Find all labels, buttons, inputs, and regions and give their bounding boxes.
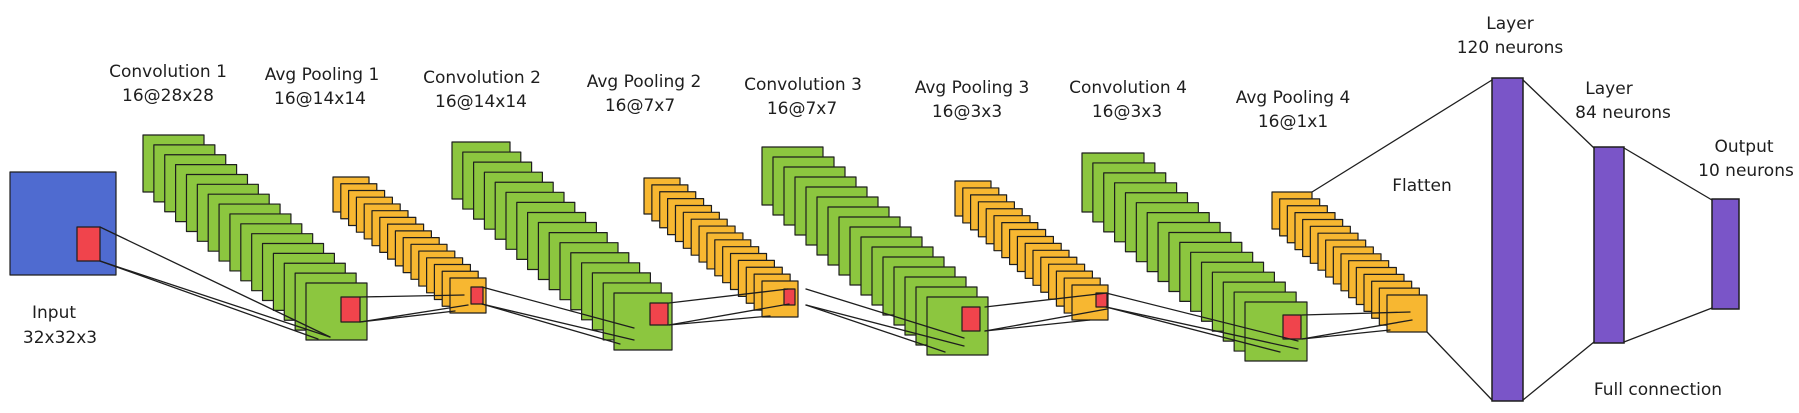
conv1-title: Convolution 1	[109, 62, 227, 82]
pool3-title: Avg Pooling 3	[915, 78, 1030, 98]
connection-line	[1301, 329, 1391, 340]
conv3-title: Convolution 3	[744, 75, 862, 95]
connection-line	[1311, 79, 1493, 193]
kernel-window	[470, 286, 484, 305]
connection-lines	[99, 79, 1713, 401]
dense-layer-120	[1491, 77, 1524, 402]
connection-line	[805, 304, 965, 347]
connection-line	[1105, 306, 1281, 353]
pool1-shape: 16@14x14	[274, 89, 366, 109]
connection-line	[1522, 341, 1595, 401]
connection-line	[984, 292, 1108, 308]
stack-8	[1271, 191, 1428, 333]
kernel-window	[1095, 292, 1108, 308]
input-title: Input	[32, 303, 76, 323]
kernel-window	[961, 306, 981, 332]
stack-6	[954, 180, 1109, 321]
connection-line	[1105, 292, 1299, 342]
dense1-title: Layer	[1486, 14, 1533, 34]
connection-line	[1301, 311, 1411, 316]
connection-line	[1623, 307, 1713, 343]
output-title: Output	[1714, 137, 1773, 157]
connection-line	[481, 303, 621, 345]
output-size: 10 neurons	[1698, 161, 1794, 181]
conv3-shape: 16@7x7	[767, 99, 837, 119]
connection-line	[805, 304, 946, 353]
connection-line	[481, 303, 635, 341]
kernel-window	[340, 296, 361, 323]
connection-line	[1301, 319, 1413, 340]
input-shape: 32x32x3	[23, 328, 97, 348]
kernel-window	[1282, 314, 1302, 340]
feature-map-stacks	[142, 134, 1428, 362]
conv4-title: Convolution 4	[1069, 78, 1187, 98]
connection-line	[1522, 79, 1595, 149]
connection-line	[668, 288, 789, 304]
stack-5	[761, 146, 989, 356]
connection-line	[1623, 147, 1713, 201]
input-image	[9, 171, 117, 276]
conv2-title: Convolution 2	[423, 68, 541, 88]
pool2-shape: 16@7x7	[605, 96, 675, 116]
full-connection-label: Full connection	[1594, 380, 1722, 400]
stack-7	[1081, 152, 1308, 362]
connection-line	[481, 286, 635, 329]
pool4-title: Avg Pooling 4	[1236, 88, 1351, 108]
pool2-title: Avg Pooling 2	[587, 72, 702, 92]
connection-line	[359, 304, 469, 323]
dense1-size: 120 neurons	[1457, 38, 1564, 58]
dense2-title: Layer	[1585, 79, 1632, 99]
input-block	[9, 171, 117, 276]
output-layer-10	[1711, 198, 1740, 310]
connection-line	[99, 260, 319, 340]
stack-1	[142, 134, 368, 341]
dense-layer-84	[1593, 146, 1625, 344]
dense2-size: 84 neurons	[1575, 103, 1671, 123]
stack-4	[643, 177, 799, 318]
connection-line	[984, 308, 1108, 332]
conv2-shape: 16@14x14	[435, 92, 527, 112]
pool3-shape: 16@3x3	[932, 102, 1002, 122]
input-kernel-window	[76, 226, 101, 262]
connection-line	[668, 303, 790, 326]
pool4-shape: 16@1x1	[1258, 112, 1328, 132]
flatten-label: Flatten	[1392, 176, 1451, 196]
connection-line	[1105, 306, 1299, 350]
kernel-window	[783, 288, 796, 306]
stack-3	[451, 141, 673, 351]
kernel-window	[649, 302, 669, 326]
connection-line	[984, 319, 1091, 332]
stack-2	[332, 176, 487, 314]
connection-line	[805, 288, 965, 339]
connection-line	[668, 315, 771, 326]
pool1-title: Avg Pooling 1	[265, 65, 380, 85]
labels: Input 32x32x3 Convolution 1 16@28x28 Avg…	[23, 14, 1794, 400]
connection-line	[99, 260, 331, 338]
feature-map	[1386, 294, 1428, 333]
connection-line	[359, 294, 465, 298]
connection-line	[1426, 331, 1493, 401]
conv4-shape: 16@3x3	[1092, 102, 1162, 122]
connection-line	[99, 226, 331, 338]
conv1-shape: 16@28x28	[122, 86, 214, 106]
connection-line	[359, 310, 456, 323]
